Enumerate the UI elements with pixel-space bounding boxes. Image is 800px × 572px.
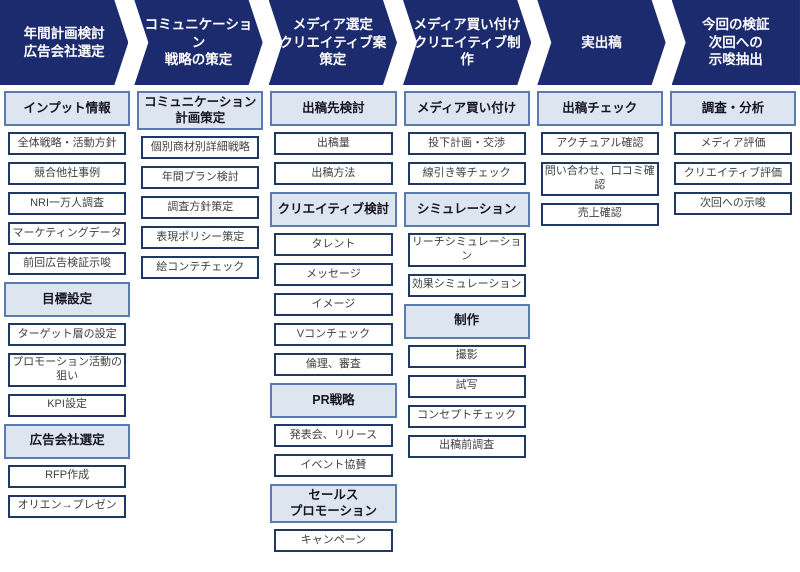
process-item: 出稿量: [274, 132, 393, 155]
group-placement-review: 出稿先検討 出稿量 出稿方法: [270, 91, 397, 185]
group-simulation: シミュレーション リーチシミュレーション 効果シミュレーション: [403, 192, 530, 297]
group-header: シミュレーション: [403, 192, 530, 227]
column-actual-publication: 出稿チェック アクチュアル確認 問い合わせ、口コミ確認 売上確認: [536, 91, 663, 559]
process-item: 調査方針策定: [141, 196, 260, 220]
process-item: 前回広告検証示唆: [8, 252, 127, 275]
process-item: 出稿方法: [274, 162, 393, 185]
process-item: イメージ: [274, 293, 393, 316]
group-header: 出稿チェック: [536, 91, 663, 126]
stage-chevron-verification: 今回の検証 次回への 示唆抽出: [671, 0, 800, 85]
group-header: クリエイティブ検討: [270, 192, 397, 227]
process-item: 試写: [407, 374, 526, 398]
process-item: 絵コンテチェック: [141, 256, 260, 280]
group-header: メディア買い付け: [403, 91, 530, 126]
group-communication-plan: コミュニケーション 計画策定 個別商材別詳細戦略 年間プラン検討 調査方針策定 …: [137, 91, 264, 280]
group-agency-selection: 広告会社選定 RFP作成 オリエン→プレゼン: [4, 423, 131, 518]
process-item: 売上確認: [540, 202, 659, 226]
process-item: 出稿前調査: [407, 434, 526, 458]
stage-chevron-actual-publication: 実出稿: [537, 0, 665, 85]
process-item: NRI一万人調査: [8, 192, 127, 215]
process-item: プロモーション活動の 狙い: [8, 353, 127, 387]
group-creative-review: クリエイティブ検討 タレント メッセージ イメージ Vコンチェック 倫理、審査: [270, 192, 397, 376]
group-header: 調査・分析: [669, 91, 797, 126]
group-header: コミュニケーション 計画策定: [137, 91, 264, 131]
process-item: 効果シミュレーション: [407, 273, 526, 297]
column-communication-strategy: コミュニケーション 計画策定 個別商材別詳細戦略 年間プラン検討 調査方針策定 …: [137, 91, 264, 559]
process-item: Vコンチェック: [274, 323, 393, 346]
group-media-buying: メディア買い付け 投下計画・交渉 線引き等チェック: [403, 91, 530, 185]
process-item: クリエイティブ評価: [673, 162, 793, 185]
stage-label: コミュニケーション 戦略の策定: [144, 17, 253, 68]
process-item: 年間プラン検討: [141, 166, 260, 190]
group-research-analysis: 調査・分析 メディア評価 クリエイティブ評価 次回への示唆: [669, 91, 797, 215]
group-sales-promotion: セールス プロモーション キャンペーン: [270, 484, 397, 553]
stage-label: 今回の検証 次回への 示唆抽出: [702, 17, 770, 68]
process-item: 倫理、審査: [274, 353, 393, 376]
group-production: 制作 撮影 試写 コンセプトチェック 出稿前調査: [403, 303, 530, 458]
process-item: コンセプトチェック: [407, 404, 526, 428]
stage-label: 年間計画検討 広告会社選定: [23, 25, 105, 59]
process-item: 表現ポリシー策定: [141, 226, 260, 250]
stage-chevron-annual-planning: 年間計画検討 広告会社選定: [0, 0, 128, 85]
process-item: 撮影: [407, 344, 526, 368]
group-input-info: インプット情報 全体戦略・活動方針 競合他社事例 NRI一万人調査 マーケティン…: [4, 91, 131, 275]
group-header: 出稿先検討: [270, 91, 397, 126]
process-item: 競合他社事例: [8, 162, 127, 185]
process-item: タレント: [274, 233, 393, 256]
stage-label: メディア選定 クリエイティブ案 策定: [279, 17, 387, 68]
process-item: 個別商材別詳細戦略: [141, 136, 260, 160]
group-publication-check: 出稿チェック アクチュアル確認 問い合わせ、口コミ確認 売上確認: [536, 91, 663, 226]
process-item: 問い合わせ、口コミ確認: [540, 162, 659, 196]
group-header: PR戦略: [270, 383, 397, 418]
stage-chevron-media-selection: メディア選定 クリエイティブ案 策定: [269, 0, 397, 85]
column-media-selection: 出稿先検討 出稿量 出稿方法 クリエイティブ検討 タレント メッセージ イメージ…: [270, 91, 397, 559]
process-item: ターゲット層の設定: [8, 323, 127, 346]
group-header: 目標設定: [4, 282, 131, 317]
process-item: 発表会、リリース: [274, 424, 393, 447]
group-header: インプット情報: [4, 91, 131, 126]
process-stage-band: 年間計画検討 広告会社選定 コミュニケーション 戦略の策定 メディア選定 クリエ…: [0, 0, 800, 85]
group-header: セールス プロモーション: [270, 484, 397, 524]
process-item: 全体戦略・活動方針: [8, 132, 127, 155]
group-header: 広告会社選定: [4, 423, 131, 459]
process-item: キャンペーン: [274, 529, 393, 553]
stage-label: メディア買い付け クリエイティブ制作: [413, 17, 521, 68]
process-item: オリエン→プレゼン: [8, 494, 127, 518]
group-goal-setting: 目標設定 ターゲット層の設定 プロモーション活動の 狙い KPI設定: [4, 282, 131, 417]
process-item: 次回への示唆: [673, 192, 793, 215]
stage-chevron-communication-strategy: コミュニケーション 戦略の策定: [134, 0, 262, 85]
group-header: 制作: [403, 303, 530, 339]
stage-chevron-media-buying: メディア買い付け クリエイティブ制作: [403, 0, 531, 85]
group-pr-strategy: PR戦略 発表会、リリース イベント協賛: [270, 383, 397, 477]
process-item: 投下計画・交渉: [407, 132, 526, 155]
process-item: RFP作成: [8, 464, 127, 488]
process-item: マーケティングデータ: [8, 222, 127, 245]
process-item: KPI設定: [8, 393, 127, 417]
column-media-buying: メディア買い付け 投下計画・交渉 線引き等チェック シミュレーション リーチシミ…: [403, 91, 530, 559]
task-columns: インプット情報 全体戦略・活動方針 競合他社事例 NRI一万人調査 マーケティン…: [0, 91, 800, 559]
process-item: イベント協賛: [274, 454, 393, 477]
process-item: アクチュアル確認: [540, 132, 659, 155]
column-annual-planning: インプット情報 全体戦略・活動方針 競合他社事例 NRI一万人調査 マーケティン…: [4, 91, 131, 559]
process-item: メディア評価: [673, 132, 793, 155]
stage-label: 実出稿: [581, 34, 622, 50]
process-item: リーチシミュレーション: [407, 233, 526, 267]
process-item: 線引き等チェック: [407, 162, 526, 185]
column-verification: 調査・分析 メディア評価 クリエイティブ評価 次回への示唆: [669, 91, 797, 559]
process-item: メッセージ: [274, 263, 393, 286]
